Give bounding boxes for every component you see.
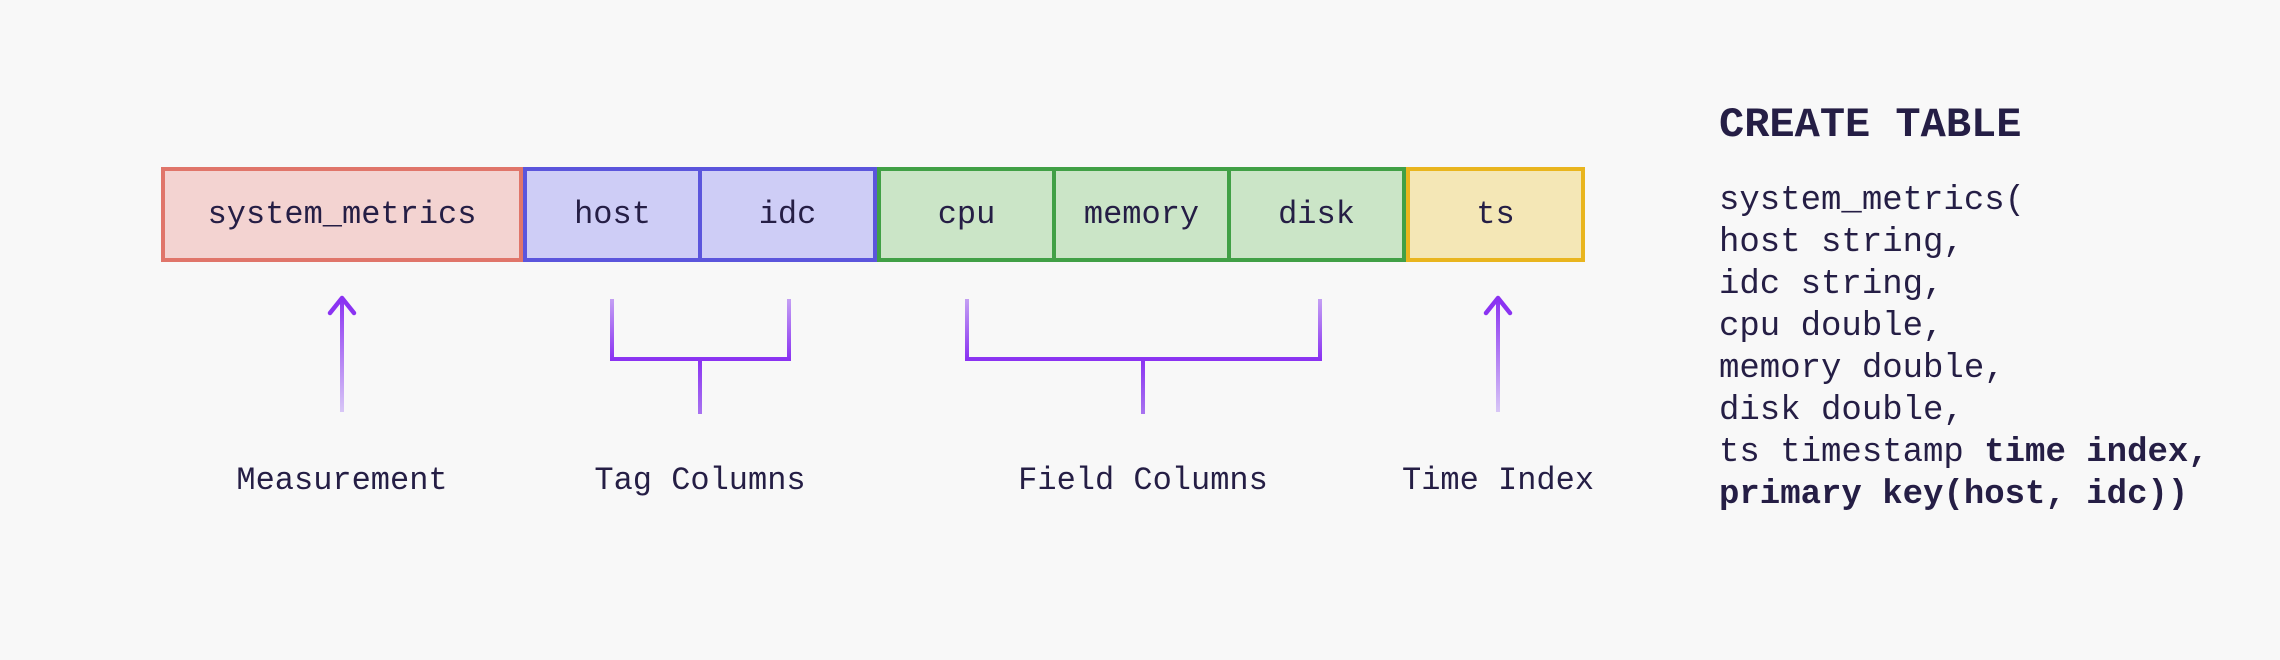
- cell-ts: ts: [1406, 167, 1585, 262]
- cell-disk: disk: [1227, 167, 1406, 262]
- sql-snippet: CREATE TABLE system_metrics( host string…: [1719, 100, 2209, 516]
- sql-body: system_metrics( host string, idc string,…: [1719, 180, 2209, 516]
- cell-host: host: [523, 167, 702, 262]
- sql-line-cpu: cpu double,: [1719, 308, 1944, 346]
- tag-columns-group: host idc: [523, 167, 877, 262]
- measurement-group: system_metrics: [161, 167, 523, 262]
- cell-cpu: cpu: [877, 167, 1056, 262]
- sql-line-disk: disk double,: [1719, 392, 1964, 430]
- sql-title: CREATE TABLE: [1719, 101, 2022, 149]
- measurement-arrow: [327, 295, 357, 412]
- table-structure-bar: system_metrics host idc cpu memory disk …: [161, 167, 1585, 262]
- sql-line-ts: ts timestamp time index,: [1719, 432, 2209, 474]
- time-index-arrow: [1483, 295, 1513, 412]
- label-field-columns: Field Columns: [1018, 462, 1268, 499]
- sql-line-idc: idc string,: [1719, 266, 1944, 304]
- label-time-index: Time Index: [1401, 462, 1595, 499]
- sql-ts-time-index: time index,: [1984, 434, 2209, 472]
- sql-line-host: host string,: [1719, 224, 1964, 262]
- sql-line-primary-key: primary key(host, idc)): [1719, 476, 2189, 514]
- tag-columns-bracket: [610, 299, 791, 414]
- sql-ts-normal: ts timestamp: [1719, 434, 1985, 472]
- sql-line-memory: memory double,: [1719, 350, 2005, 388]
- label-measurement: Measurement: [236, 462, 448, 499]
- time-index-group: ts: [1406, 167, 1585, 262]
- sql-line-table-name: system_metrics(: [1719, 182, 2026, 220]
- cell-idc: idc: [698, 167, 877, 262]
- label-tag-columns: Tag Columns: [594, 462, 806, 499]
- field-columns-bracket: [965, 299, 1322, 414]
- cell-system-metrics: system_metrics: [161, 167, 523, 262]
- field-columns-group: cpu memory disk: [877, 167, 1406, 262]
- cell-memory: memory: [1052, 167, 1231, 262]
